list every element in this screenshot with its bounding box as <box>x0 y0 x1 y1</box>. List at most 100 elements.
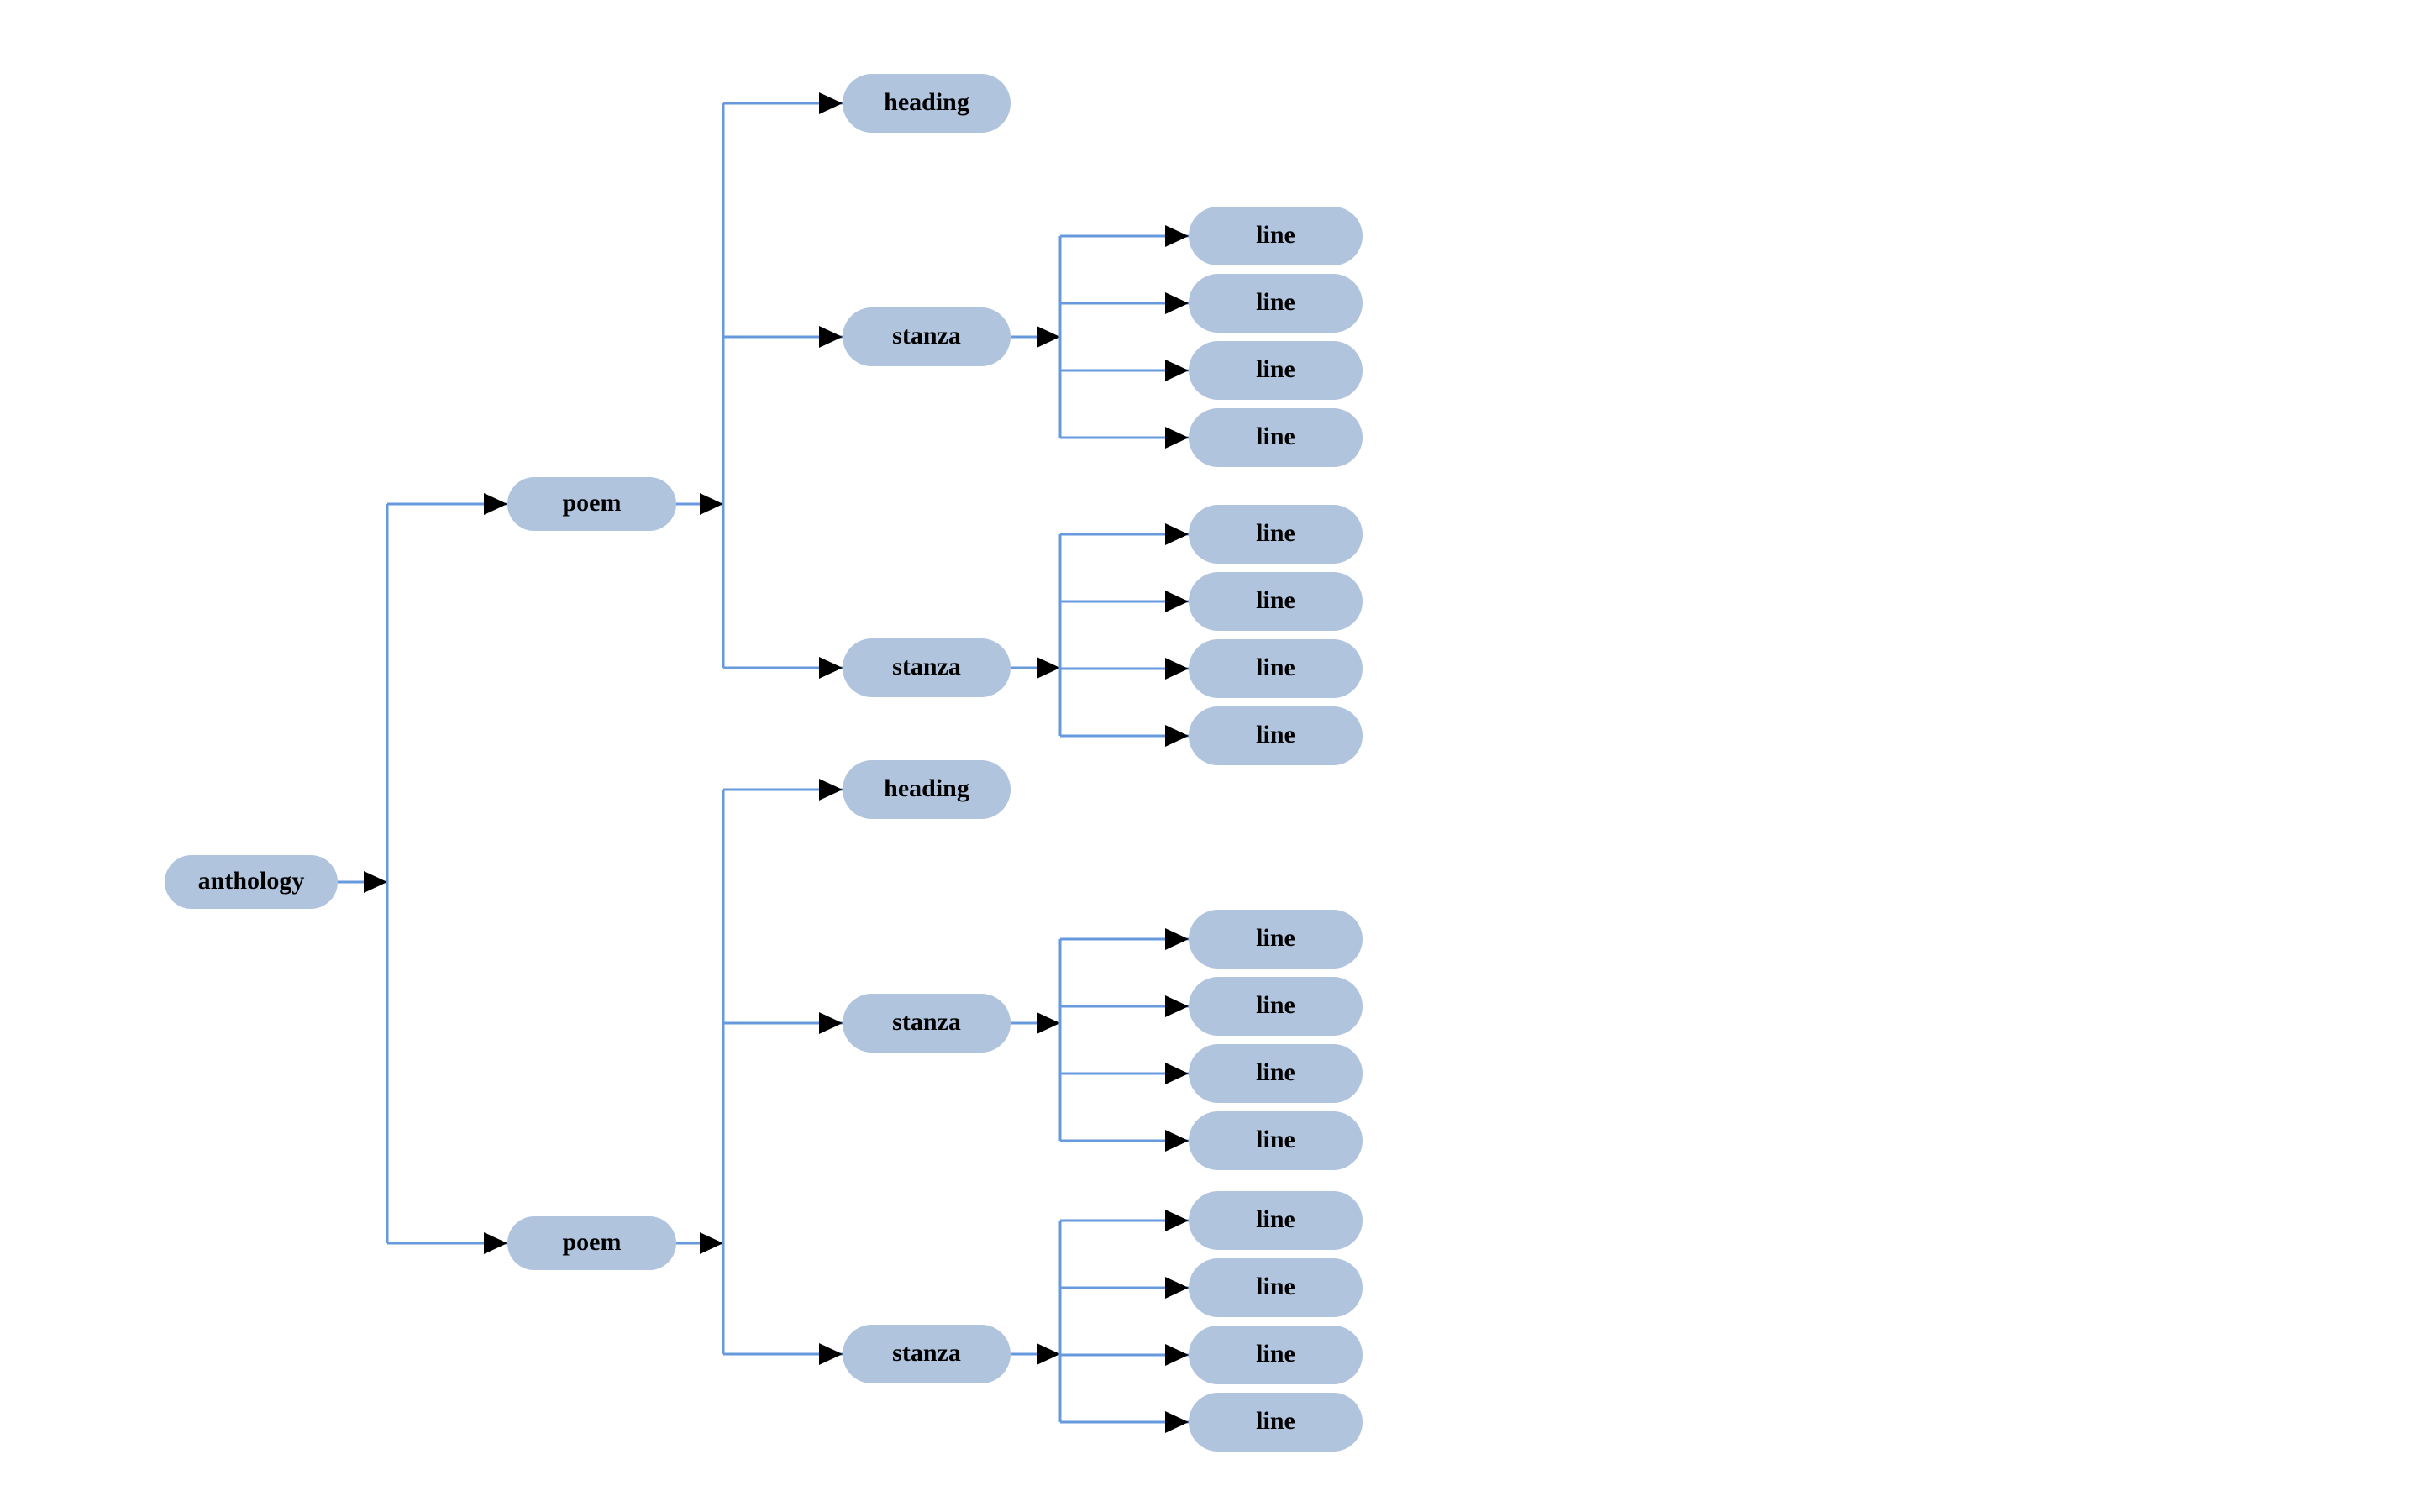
arrow-icon-e-p2s2-2 <box>1165 1344 1189 1366</box>
arrow-icon-e-p1s1-0 <box>1165 225 1189 247</box>
node-p2-s1-line-3[interactable]: line <box>1189 1044 1363 1103</box>
node-p1-stanza-2[interactable]: stanza <box>843 638 1011 697</box>
node-p1-s1-line-1[interactable]: line <box>1189 207 1363 265</box>
arrow-icon-e-p1s2-3 <box>1165 725 1189 747</box>
node-shape-p1-s1-line-4[interactable] <box>1189 408 1363 467</box>
node-shape-p2-stanza-2[interactable] <box>843 1325 1011 1383</box>
arrow-icon-e-root-trunk-1 <box>484 1232 507 1254</box>
arrow-icon-e-p2s2-0 <box>1165 1210 1189 1231</box>
node-shape-anthology[interactable] <box>165 855 338 909</box>
node-poem-1[interactable]: poem <box>507 477 676 531</box>
node-p1-s2-line-4[interactable]: line <box>1189 706 1363 765</box>
node-shape-p1-s1-line-2[interactable] <box>1189 274 1363 333</box>
node-shape-p1-heading[interactable] <box>843 74 1011 133</box>
node-shape-p2-s1-line-2[interactable] <box>1189 977 1363 1036</box>
node-shape-p2-s1-line-4[interactable] <box>1189 1111 1363 1170</box>
node-p1-s2-line-2[interactable]: line <box>1189 572 1363 631</box>
edge-group-e-p2s2 <box>1011 1210 1189 1433</box>
node-shape-p1-s2-line-1[interactable] <box>1189 505 1363 564</box>
arrow-icon-e-poem2-0 <box>819 779 843 801</box>
node-p1-stanza-1[interactable]: stanza <box>843 307 1011 366</box>
node-label-p1-s1-line-3: line <box>1256 355 1295 383</box>
arrow-icon-e-p2s1-trunk <box>1037 1012 1060 1034</box>
node-p2-s2-line-4[interactable]: line <box>1189 1393 1363 1452</box>
node-shape-p1-s1-line-3[interactable] <box>1189 341 1363 400</box>
node-shape-p2-s2-line-4[interactable] <box>1189 1393 1363 1452</box>
node-p1-s1-line-2[interactable]: line <box>1189 274 1363 333</box>
arrow-icon-e-p2s2-1 <box>1165 1277 1189 1299</box>
node-shape-p1-s2-line-2[interactable] <box>1189 572 1363 631</box>
node-poem-2[interactable]: poem <box>507 1216 676 1270</box>
arrow-icon-e-poem1-2 <box>819 657 843 679</box>
node-label-p2-s2-line-4: line <box>1256 1407 1295 1435</box>
node-shape-p2-s2-line-1[interactable] <box>1189 1191 1363 1250</box>
node-p2-stanza-1[interactable]: stanza <box>843 994 1011 1053</box>
edge-group-e-p1s2 <box>1011 523 1189 747</box>
node-label-p2-s1-line-3: line <box>1256 1058 1295 1086</box>
node-anthology[interactable]: anthology <box>165 855 338 909</box>
node-shape-p1-s1-line-1[interactable] <box>1189 207 1363 265</box>
node-p2-s2-line-2[interactable]: line <box>1189 1258 1363 1317</box>
node-shape-p2-heading[interactable] <box>843 760 1011 819</box>
node-label-p1-s1-line-1: line <box>1256 221 1295 249</box>
arrow-icon-e-poem2-1 <box>819 1012 843 1034</box>
node-p2-s2-line-1[interactable]: line <box>1189 1191 1363 1250</box>
node-shape-p1-stanza-1[interactable] <box>843 307 1011 366</box>
arrow-icon-e-poem1-0 <box>819 92 843 114</box>
node-label-p2-s1-line-2: line <box>1256 991 1295 1019</box>
node-p1-s2-line-3[interactable]: line <box>1189 639 1363 698</box>
edge-group-e-p2s1 <box>1011 928 1189 1152</box>
arrow-icon-e-poem1-trunk <box>700 493 723 515</box>
arrow-icon-e-p1s1-3 <box>1165 427 1189 449</box>
arrow-icon-e-p2s1-2 <box>1165 1063 1189 1084</box>
node-p2-stanza-2[interactable]: stanza <box>843 1325 1011 1383</box>
node-shape-p1-stanza-2[interactable] <box>843 638 1011 697</box>
edges-layer <box>338 92 1189 1433</box>
node-label-p2-s1-line-1: line <box>1256 924 1295 952</box>
arrow-icon-e-p1s1-1 <box>1165 292 1189 314</box>
node-label-p2-s1-line-4: line <box>1256 1126 1295 1153</box>
node-label-p1-heading: heading <box>884 88 969 116</box>
edge-group-e-poem2 <box>676 779 843 1365</box>
arrow-icon-e-poem2-trunk <box>700 1232 723 1254</box>
arrow-icon-e-root-trunk-trunk <box>364 871 387 893</box>
edge-group-e-p1s1 <box>1011 225 1189 449</box>
arrow-icon-e-p1s1-trunk <box>1037 326 1060 348</box>
edge-group-e-poem1 <box>676 92 843 679</box>
node-label-p1-s2-line-1: line <box>1256 519 1295 547</box>
node-p2-s1-line-1[interactable]: line <box>1189 910 1363 969</box>
node-p1-s1-line-3[interactable]: line <box>1189 341 1363 400</box>
node-shape-p2-s2-line-2[interactable] <box>1189 1258 1363 1317</box>
arrow-icon-e-root-trunk-0 <box>484 493 507 515</box>
arrow-icon-e-poem2-2 <box>819 1343 843 1365</box>
node-shape-p1-s2-line-3[interactable] <box>1189 639 1363 698</box>
node-p1-s1-line-4[interactable]: line <box>1189 408 1363 467</box>
node-shape-p2-s1-line-3[interactable] <box>1189 1044 1363 1103</box>
node-shape-p2-stanza-1[interactable] <box>843 994 1011 1053</box>
node-shape-poem-2[interactable] <box>507 1216 676 1270</box>
node-label-poem-2: poem <box>563 1228 622 1256</box>
node-label-poem-1: poem <box>563 489 622 517</box>
arrow-icon-e-p2s1-1 <box>1165 995 1189 1017</box>
arrow-icon-e-p1s2-0 <box>1165 523 1189 545</box>
arrow-icon-e-p1s2-2 <box>1165 658 1189 680</box>
node-p1-s2-line-1[interactable]: line <box>1189 505 1363 564</box>
node-shape-poem-1[interactable] <box>507 477 676 531</box>
arrow-icon-e-p1s2-trunk <box>1037 657 1060 679</box>
node-p2-heading[interactable]: heading <box>843 760 1011 819</box>
arrow-icon-e-p2s2-3 <box>1165 1411 1189 1433</box>
node-label-p2-s2-line-1: line <box>1256 1205 1295 1233</box>
node-shape-p1-s2-line-4[interactable] <box>1189 706 1363 765</box>
node-p2-s2-line-3[interactable]: line <box>1189 1326 1363 1384</box>
node-p2-s1-line-4[interactable]: line <box>1189 1111 1363 1170</box>
nodes-layer: anthology poem heading stanza line line line li… <box>165 74 1363 1452</box>
node-label-p1-stanza-2: stanza <box>892 653 961 680</box>
node-p2-s1-line-2[interactable]: line <box>1189 977 1363 1036</box>
node-shape-p2-s2-line-3[interactable] <box>1189 1326 1363 1384</box>
arrow-icon-e-poem1-1 <box>819 326 843 348</box>
node-shape-p2-s1-line-1[interactable] <box>1189 910 1363 969</box>
arrow-icon-e-p1s2-1 <box>1165 591 1189 612</box>
node-p1-heading[interactable]: heading <box>843 74 1011 133</box>
